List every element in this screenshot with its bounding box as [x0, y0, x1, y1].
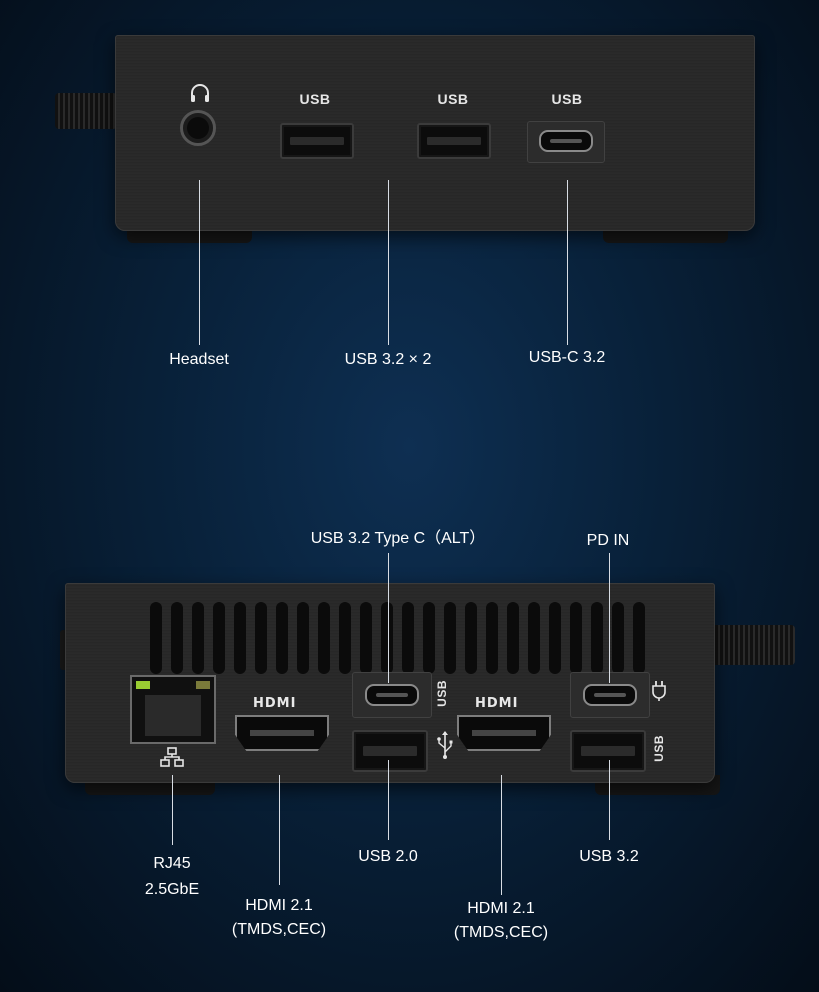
hdmi-port-2	[457, 715, 551, 751]
headset-jack	[180, 110, 216, 146]
callout-usb32x2: USB 3.2 × 2	[344, 351, 432, 368]
callout-line-usb32x2	[388, 180, 389, 345]
usb-a-port-2	[417, 123, 491, 159]
callout-line-usb32	[609, 760, 610, 840]
rj45-port	[130, 675, 216, 744]
usb20-port	[352, 730, 428, 772]
hdmi-logo-2: HDMI	[475, 696, 519, 711]
network-icon	[160, 747, 184, 767]
callout-line-usb20	[388, 760, 389, 840]
callout-usb32-type-c-alt: USB 3.2 Type C（ALT）	[310, 530, 486, 547]
usb-vertical-label-2: USB	[652, 735, 666, 762]
callout-hdmi2-line1: HDMI 2.1	[467, 900, 535, 917]
callout-usb20: USB 2.0	[358, 848, 418, 865]
headset-icon	[191, 84, 209, 102]
usb32-port	[570, 730, 646, 772]
callout-usb32: USB 3.2	[579, 848, 639, 865]
hdmi-port-1	[235, 715, 329, 751]
callout-hdmi1: HDMI 2.1 (TMDS,CEC)	[219, 895, 339, 941]
callout-hdmi2-line2: (TMDS,CEC)	[453, 924, 549, 941]
vent-grille	[150, 602, 650, 674]
usb-c-port	[539, 130, 593, 152]
usb-trident-icon	[437, 731, 453, 759]
pd-in-port	[583, 684, 637, 706]
callout-rj45-line2: 2.5GbE	[144, 881, 200, 898]
callout-line-hdmi2	[501, 775, 502, 895]
callout-line-headset	[199, 180, 200, 345]
callout-headset: Headset	[169, 351, 229, 368]
top-cable	[55, 93, 117, 129]
usb-label-1: USB	[299, 91, 331, 107]
callout-hdmi1-line2: (TMDS,CEC)	[231, 921, 327, 938]
callout-hdmi1-line1: HDMI 2.1	[245, 897, 313, 914]
usb-label-2: USB	[437, 91, 469, 107]
usb-vertical-label-1: USB	[435, 680, 449, 707]
power-plug-icon	[652, 681, 666, 701]
bottom-device: HDMI USB HDMI USB	[55, 580, 800, 800]
callout-line-usb-c-alt	[388, 553, 389, 683]
callout-rj45-line1: RJ45	[153, 855, 191, 872]
callout-rj45: RJ45 2.5GbE	[122, 853, 222, 901]
callout-line-pd-in	[609, 553, 610, 683]
top-device: USB USB USB	[55, 35, 765, 250]
usb-a-port-1	[280, 123, 354, 159]
hdmi-logo-1: HDMI	[253, 696, 297, 711]
usb-c-alt-port	[365, 684, 419, 706]
callout-hdmi2: HDMI 2.1 (TMDS,CEC)	[441, 898, 561, 944]
callout-usbc32: USB-C 3.2	[528, 349, 606, 366]
callout-pd-in: PD IN	[586, 532, 630, 549]
usb-label-3: USB	[551, 91, 583, 107]
callout-line-usbc32	[567, 180, 568, 345]
callout-line-rj45	[172, 775, 173, 845]
callout-line-hdmi1	[279, 775, 280, 885]
